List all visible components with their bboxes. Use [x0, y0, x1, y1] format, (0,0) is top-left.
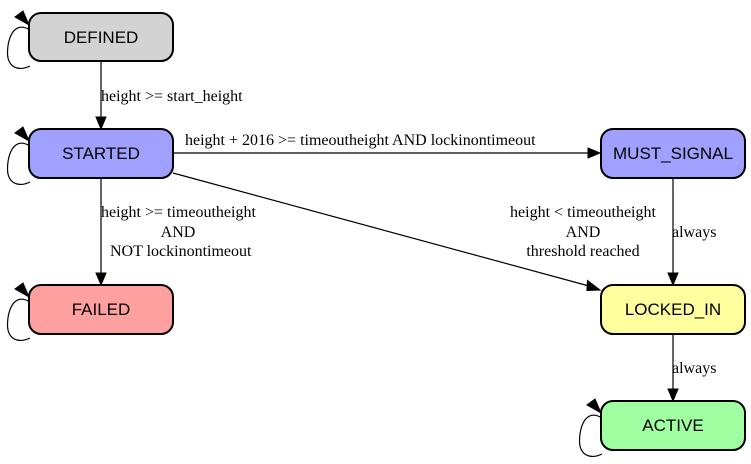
edge-label-started-must-signal: height + 2016 >= timeoutheight AND locki… [185, 132, 536, 149]
state-active-label: ACTIVE [642, 416, 703, 435]
state-defined: DEFINED [28, 12, 174, 62]
state-failed: FAILED [28, 284, 174, 335]
self-loop-failed [6, 298, 31, 341]
edge-defined-started-arrowhead [95, 116, 107, 131]
edge-label-started-locked-in-line3: threshold reached [526, 243, 639, 260]
state-must-signal: MUST_SIGNAL [600, 128, 746, 179]
self-loop-active-arrowhead [586, 398, 603, 415]
edge-started-must-signal-arrowhead [587, 147, 602, 159]
state-locked-in: LOCKED_IN [600, 284, 746, 335]
edge-must-signal-locked-in-arrowhead [667, 272, 679, 287]
edge-label-must-signal-locked-in: always [672, 224, 716, 241]
state-active: ACTIVE [600, 400, 746, 451]
edge-label-defined-started: height >= start_height [101, 88, 243, 105]
self-loop-defined-arrowhead [14, 10, 31, 27]
edge-label-started-failed-line1: height >= timeoutheight [101, 204, 256, 221]
edge-started-failed-arrowhead [95, 272, 107, 287]
self-loop-started [6, 142, 31, 185]
edge-locked-in-active-arrowhead [667, 388, 679, 403]
state-failed-label: FAILED [72, 300, 131, 319]
state-defined-label: DEFINED [64, 28, 139, 47]
self-loop-active [578, 414, 603, 457]
edge-label-started-locked-in-line2: AND [566, 224, 601, 241]
edge-started-locked-in-arrowhead [586, 279, 602, 292]
state-started-label: STARTED [62, 144, 140, 163]
self-loop-started-arrowhead [14, 126, 31, 143]
state-must-signal-label: MUST_SIGNAL [613, 144, 733, 163]
self-loop-defined [6, 26, 31, 69]
self-loop-failed-arrowhead [14, 282, 31, 299]
edge-label-started-failed-line2: AND [161, 224, 196, 241]
edge-label-started-failed-line3: NOT lockinontimeout [110, 243, 252, 260]
state-started: STARTED [28, 128, 174, 179]
edge-label-started-locked-in-line1: height < timeoutheight [510, 204, 656, 221]
edge-started-locked-in [172, 172, 590, 287]
edge-label-locked-in-active: always [672, 360, 716, 377]
state-locked-in-label: LOCKED_IN [625, 300, 721, 319]
